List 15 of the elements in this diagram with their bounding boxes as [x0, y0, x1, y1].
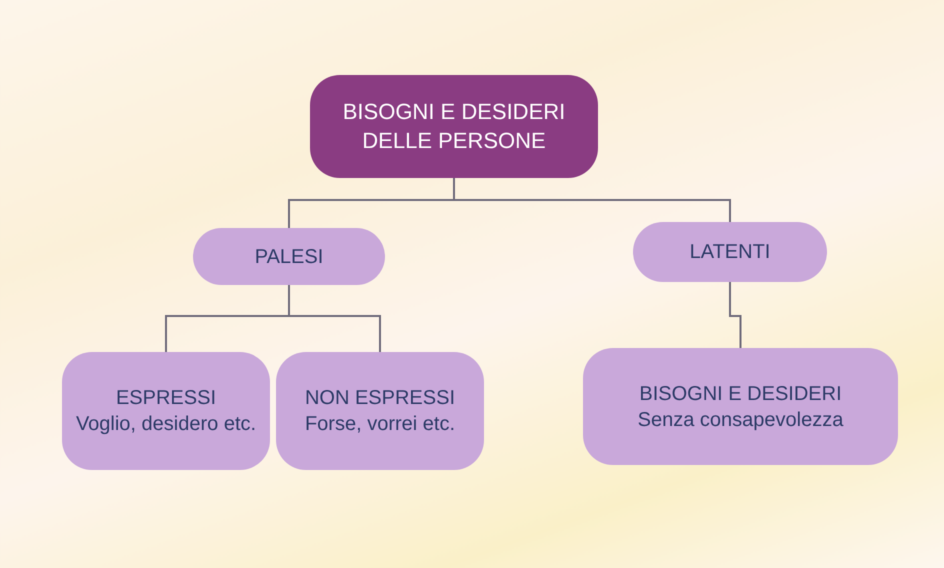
- node-heading: PALESI: [254, 244, 324, 270]
- node-text: Voglio, desidero etc.: [74, 412, 258, 437]
- node-heading: LATENTI: [688, 240, 772, 265]
- node-heading: ESPRESSI: [114, 386, 218, 411]
- node-text: Senza consapevolezza: [636, 408, 844, 432]
- category-pill: [583, 348, 898, 465]
- connector-line: [453, 178, 731, 222]
- node-heading: BISOGNI E DESIDERI: [638, 382, 843, 406]
- category-pill: [276, 352, 484, 470]
- title-pill: [310, 75, 598, 178]
- node-text: Forse, vorrei etc.: [304, 412, 456, 437]
- node-heading: BISOGNI E DESIDERI DELLE PERSONE: [342, 98, 566, 154]
- node-heading: NON ESPRESSI: [304, 386, 456, 411]
- connector-line: [729, 282, 742, 348]
- category-pill: [62, 352, 270, 470]
